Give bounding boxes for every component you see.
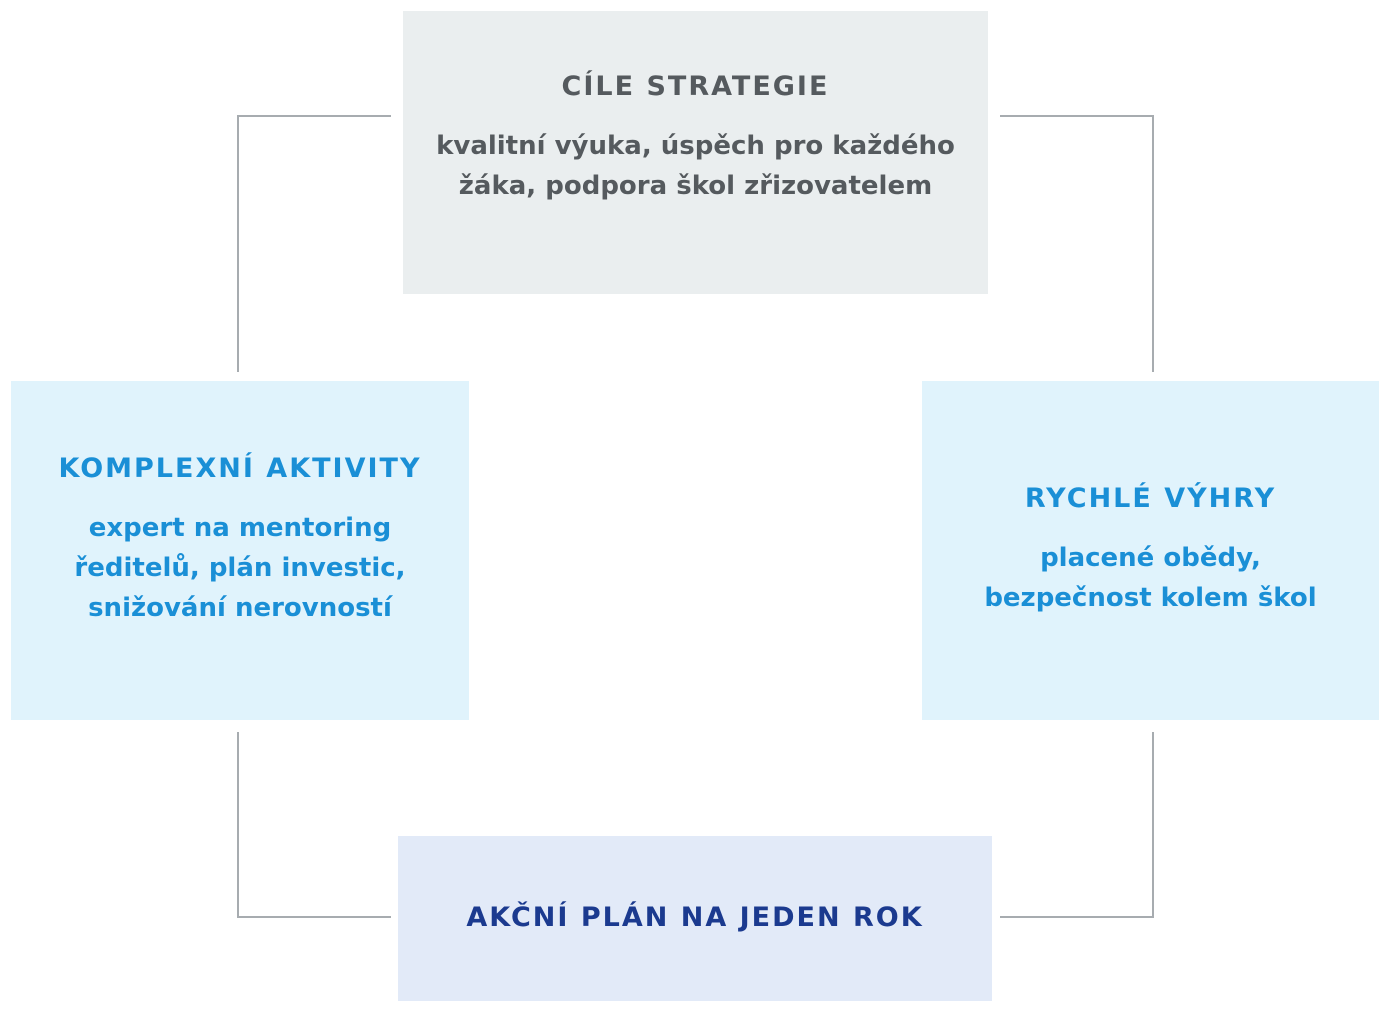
action-plan-box: AKČNÍ PLÁN NA JEDEN ROK [398,836,992,1001]
quick-wins-title: RYCHLÉ VÝHRY [1024,483,1277,515]
connector-bottom-left [237,732,391,918]
strategy-goals-description: kvalitní výuka, úspěch pro každého žáka,… [436,130,955,201]
quick-wins-box: RYCHLÉ VÝHRY placené obědy, bezpečnost k… [922,381,1379,720]
connector-top-right [1000,115,1154,372]
complex-activities-description: expert na mentoring ředitelů, plán inves… [74,512,406,623]
complex-activities-title: KOMPLEXNÍ AKTIVITY [58,453,422,485]
strategy-goals-title: CÍLE STRATEGIE [561,71,830,103]
complex-activities-box: KOMPLEXNÍ AKTIVITY expert na mentoring ř… [11,381,469,720]
action-plan-title: AKČNÍ PLÁN NA JEDEN ROK [466,902,924,934]
strategy-goals-box: CÍLE STRATEGIE kvalitní výuka, úspěch pr… [403,11,988,294]
connector-bottom-right [1000,732,1154,918]
quick-wins-description: placené obědy, bezpečnost kolem škol [984,542,1317,613]
connector-top-left [237,115,391,372]
